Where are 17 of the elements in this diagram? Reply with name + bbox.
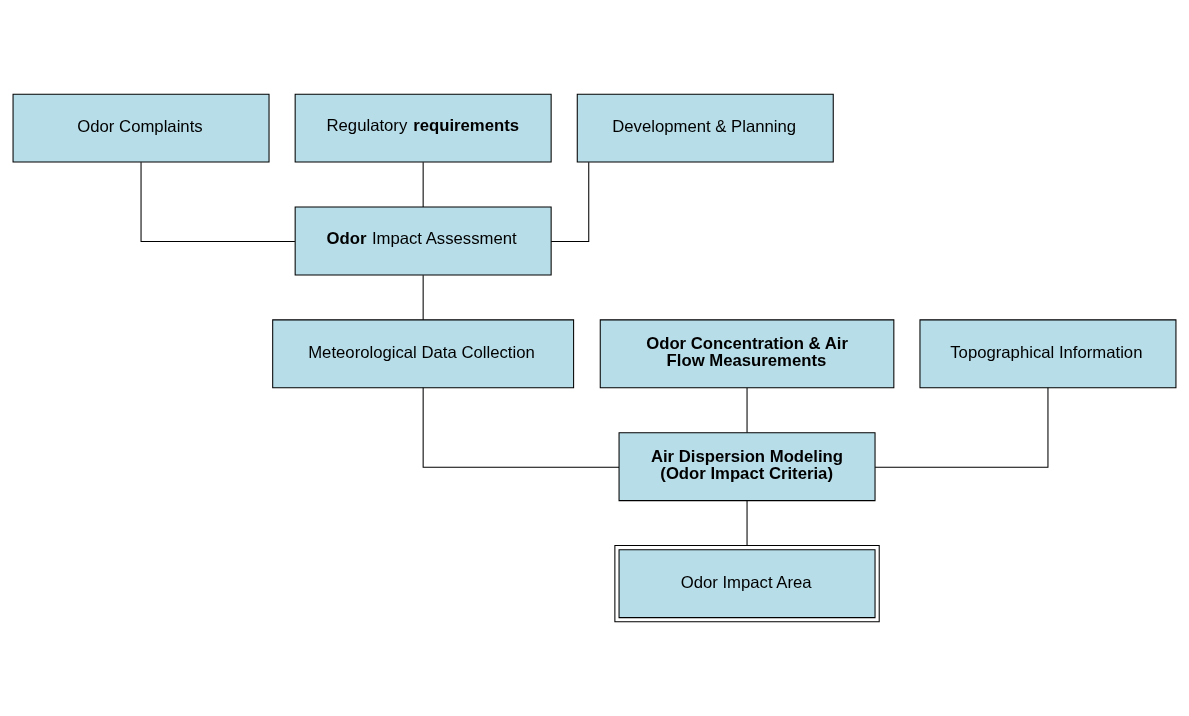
node-box: Meteorological Data Collection [272,319,575,389]
connector [550,161,590,242]
node-box: Odor Impact Assessment [294,206,552,276]
node-box: Odor Impact Area [614,545,880,623]
node-box: Development & Planning [576,93,834,163]
node-box: Topographical Information [919,319,1177,389]
connector [422,274,424,321]
node-box: Odor Concentration & Air Flow Measurements [599,319,895,389]
node-box: Regulatory requirements [294,93,552,163]
connector [746,500,748,546]
connector [874,387,1049,468]
connector [422,387,620,468]
connector [746,387,748,434]
node-box: Air Dispersion Modeling (Odor Impact Criteria) [618,432,876,502]
connector [140,161,296,242]
connector [422,161,424,208]
node-box: Odor Complaints [12,93,270,163]
